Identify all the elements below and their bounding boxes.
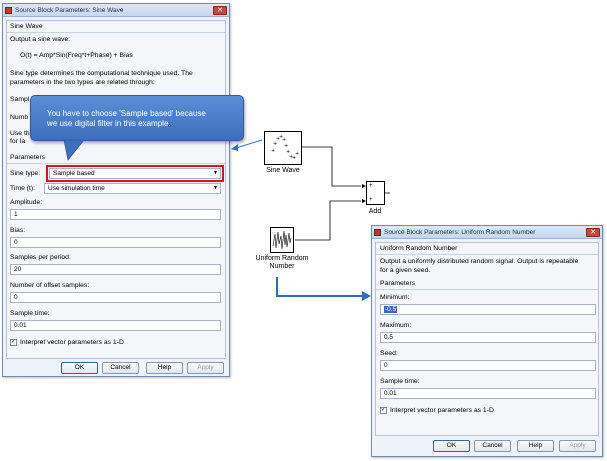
svg-text:+: + [284,143,288,149]
samples-per-period-field[interactable]: 20 [10,264,221,275]
random-noise-icon [272,230,292,250]
partial-text-line3: Use th [10,130,30,137]
amplitude-label: Amplitude: [10,199,43,206]
svg-text:+: + [289,154,293,160]
sample-time-label: Sample time: [380,378,420,385]
ok-button[interactable]: OK [61,362,98,374]
help-button[interactable]: Help [517,440,554,452]
description-text: Output a sine wave: [10,36,71,43]
ok-button[interactable]: OK [433,440,470,452]
parameters-heading: Parameters [380,280,416,287]
interpret-vector-label: Interpret vector parameters as 1-D [20,339,124,346]
sine-type-note-line2: parameters in the two types are related … [10,79,155,86]
matlab-icon [5,6,12,14]
sine-wave-block-label: Sine Wave [266,167,300,174]
sine-wave-icon: ++++ ++++ ++ [271,134,299,161]
help-button[interactable]: Help [146,362,183,374]
bias-field[interactable]: 0 [10,237,221,248]
signal-arrow-head [362,184,366,188]
description-line1: Output a uniformly distributed random si… [380,258,579,265]
time-value: Use simulation time [48,185,105,192]
sine-wave-dialog: Source Block Parameters: Sine Wave ✕ Sin… [2,3,230,377]
divider [7,163,225,164]
description-line2: for a given seed. [380,267,431,274]
uniform-random-dialog: Source Block Parameters: Uniform Random … [371,225,603,457]
svg-text:+: + [276,136,280,142]
partial-text-line1: Sampl [10,96,30,103]
pointer-arrow-random [276,277,371,301]
close-icon[interactable]: ✕ [586,227,600,237]
svg-text:+: + [282,137,286,143]
signal-lines [295,146,390,241]
minimum-value: -0.5 [384,306,398,313]
svg-text:+: + [292,155,296,161]
matlab-icon [374,228,381,236]
apply-button[interactable]: Apply [559,440,596,452]
cancel-button[interactable]: Cancel [474,440,511,452]
add-block-label: Add [368,208,382,215]
divider [376,254,598,255]
block-name-heading: Sine Wave [10,23,43,30]
interpret-vector-label: Interpret vector parameters as 1-D [390,407,494,414]
sine-dialog-titlebar[interactable]: Source Block Parameters: Sine Wave ✕ [3,4,229,17]
partial-text-line4: for la [10,138,26,145]
plus-icon: + [369,197,373,203]
callout-line1: You have to choose 'Sample based' becaus… [47,109,206,118]
svg-text:+: + [279,134,283,140]
random-dialog-body: Uniform Random Number Output a uniformly… [375,242,599,436]
signal-arrow-head [362,199,366,203]
svg-text:+: + [273,141,277,147]
minimum-label: Minimum: [380,294,410,301]
divider [7,32,225,33]
maximum-label: Maximum: [380,322,412,329]
maximum-field[interactable]: 0.5 [380,332,596,343]
add-block[interactable]: + + [366,181,385,205]
samples-per-period-label: Samples per period: [10,254,71,261]
interpret-vector-checkbox[interactable]: ✓ [10,339,17,346]
sine-wave-block[interactable]: ++++ ++++ ++ [264,131,302,165]
sine-type-value: Sample based [53,170,95,177]
sample-time-field[interactable]: 0.01 [380,388,596,399]
sine-dialog-title: Source Block Parameters: Sine Wave [15,6,124,14]
pointer-arrow-sine [231,139,263,151]
callout-line2: we use digital filter in this example. [47,119,171,128]
time-label: Time (t): [10,185,36,192]
amplitude-field[interactable]: 1 [10,209,221,220]
sine-type-note-line1: Sine type determines the computational t… [10,70,193,77]
plus-icon: + [369,183,373,189]
close-icon[interactable]: ✕ [213,5,227,15]
svg-text:+: + [271,148,275,154]
uniform-random-block[interactable] [270,227,294,253]
sample-time-field[interactable]: 0.01 [10,320,221,331]
svg-text:+: + [286,149,290,155]
divider [376,289,598,290]
bias-label: Bias: [10,227,26,234]
seed-label: Seed: [380,350,398,357]
block-name-heading: Uniform Random Number [380,245,458,252]
sine-type-label: Sine type: [10,170,41,177]
chevron-down-icon: ▼ [213,170,218,176]
sample-time-label: Sample time: [10,310,50,317]
time-select[interactable]: Use simulation time ▼ [44,183,221,194]
sine-type-select[interactable]: Sample based ▼ [46,165,224,182]
parameters-heading: Parameters [10,154,46,161]
instruction-callout: You have to choose 'Sample based' becaus… [30,95,244,141]
sine-dialog-body: Sine Wave Output a sine wave: O(t) = Amp… [6,20,226,359]
seed-field[interactable]: 0 [380,360,596,371]
interpret-vector-checkbox[interactable]: ✓ [380,407,387,414]
apply-button[interactable]: Apply [187,362,224,374]
svg-text:+: + [295,151,299,157]
cancel-button[interactable]: Cancel [102,362,139,374]
partial-text-line2: Numb [10,114,29,121]
formula-text: O(t) = Amp*Sin(Freq*t+Phase) + Bias [20,52,133,59]
chevron-down-icon: ▼ [213,185,218,191]
uniform-random-label-line2: Number [269,263,295,270]
minimum-field[interactable]: -0.5 [380,304,596,315]
uniform-random-label-line1: Uniform Random [255,255,309,262]
random-dialog-title: Source Block Parameters: Uniform Random … [384,228,536,236]
offset-samples-field[interactable]: 0 [10,292,221,303]
random-dialog-titlebar[interactable]: Source Block Parameters: Uniform Random … [372,226,602,239]
offset-samples-label: Number of offset samples: [10,282,90,289]
